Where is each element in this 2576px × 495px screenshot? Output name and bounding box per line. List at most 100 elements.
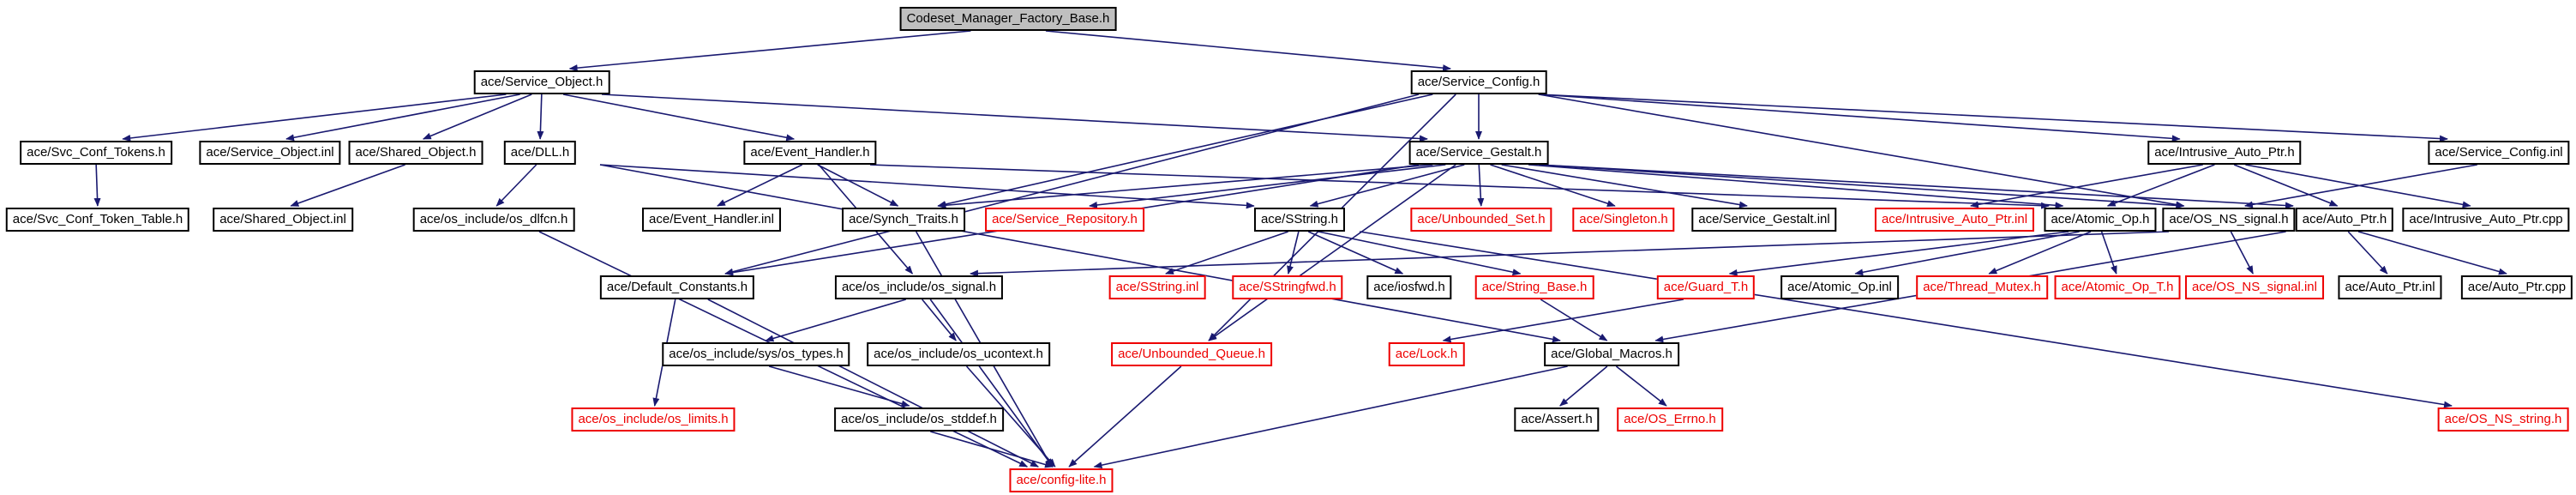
edge-service-object-h-to-shared-object-h bbox=[422, 94, 532, 140]
node-sstring-h[interactable]: ace/SString.h bbox=[1253, 208, 1346, 232]
edge-os-signal-to-config-lite bbox=[929, 299, 1054, 468]
node-event-handler-inl[interactable]: ace/Event_Handler.inl bbox=[642, 208, 781, 232]
node-service-object-h[interactable]: ace/Service_Object.h bbox=[473, 70, 610, 94]
edge-dll-h-to-sstring-h bbox=[599, 164, 1255, 209]
edge-service-gestalt-h-to-sstring-h bbox=[1309, 164, 1465, 208]
edge-dll-h-to-os-dlfcn bbox=[495, 164, 537, 207]
edge-service-gestalt-h-to-unbounded-set bbox=[1477, 164, 1485, 207]
edge-root-to-service-config-h bbox=[1045, 30, 1452, 72]
node-os-ns-signal-inl[interactable]: ace/OS_NS_signal.inl bbox=[2185, 275, 2324, 299]
edge-default-constants-to-config-lite bbox=[707, 299, 1040, 468]
edge-sstring-h-to-string-base bbox=[1318, 231, 1522, 276]
edge-service-gestalt-h-to-service-gestalt-inl bbox=[1501, 164, 1749, 208]
node-string-base[interactable]: ace/String_Base.h bbox=[1474, 275, 1594, 299]
node-shared-object-inl[interactable]: ace/Shared_Object.inl bbox=[213, 208, 353, 232]
node-guard-t[interactable]: ace/Guard_T.h bbox=[1656, 275, 1756, 299]
node-os-ns-string[interactable]: ace/OS_NS_string.h bbox=[2437, 407, 2569, 432]
node-service-object-inl[interactable]: ace/Service_Object.inl bbox=[199, 141, 341, 165]
node-iosfwd[interactable]: ace/iosfwd.h bbox=[1366, 275, 1452, 299]
node-atomic-op-inl[interactable]: ace/Atomic_Op.inl bbox=[1780, 275, 1899, 299]
node-os-ucontext[interactable]: ace/os_include/os_ucontext.h bbox=[867, 342, 1050, 366]
node-atomic-op-h[interactable]: ace/Atomic_Op.h bbox=[2044, 208, 2157, 232]
edge-service-object-h-to-event-handler-h bbox=[562, 94, 796, 142]
edge-string-base-to-global-macros bbox=[1540, 299, 1608, 341]
edge-atomic-op-h-to-atomic-op-inl bbox=[1854, 231, 2080, 276]
node-sstringfwd[interactable]: ace/SStringfwd.h bbox=[1232, 275, 1343, 299]
node-os-limits[interactable]: ace/os_include/os_limits.h bbox=[571, 407, 736, 432]
node-service-config-inl[interactable]: ace/Service_Config.inl bbox=[2428, 141, 2570, 165]
edge-guard-t-to-lock-h bbox=[1442, 299, 1684, 343]
node-os-ns-signal-h[interactable]: ace/OS_NS_signal.h bbox=[2162, 208, 2296, 232]
node-config-lite[interactable]: ace/config-lite.h bbox=[1009, 468, 1114, 492]
edge-os-signal-to-os-ucontext bbox=[922, 299, 957, 341]
edge-service-config-h-to-default-constants bbox=[724, 94, 1420, 275]
node-auto-ptr-h[interactable]: ace/Auto_Ptr.h bbox=[2295, 208, 2394, 232]
node-service-config-h[interactable]: ace/Service_Config.h bbox=[1410, 70, 1547, 94]
edge-service-config-h-to-service-config-inl bbox=[1538, 94, 2448, 142]
edge-service-gestalt-h-to-service-repository bbox=[1088, 164, 1446, 208]
edge-service-object-h-to-svc-conf-tokens bbox=[122, 94, 507, 142]
node-global-macros[interactable]: ace/Global_Macros.h bbox=[1544, 342, 1679, 366]
edge-event-handler-h-to-atomic-op-h bbox=[869, 164, 2050, 209]
edge-svc-conf-tokens-to-svc-conf-token-table bbox=[93, 164, 101, 207]
edge-intrusive-auto-ptr-h-to-atomic-op-h bbox=[2106, 164, 2215, 207]
edge-dll-h-to-global-macros bbox=[599, 164, 1561, 343]
edge-atomic-op-h-to-guard-t bbox=[1728, 231, 2069, 276]
node-svc-conf-tokens[interactable]: ace/Svc_Conf_Tokens.h bbox=[20, 141, 172, 165]
node-intrusive-auto-ptr-cpp[interactable]: ace/Intrusive_Auto_Ptr.cpp bbox=[2402, 208, 2570, 232]
node-lock-h[interactable]: ace/Lock.h bbox=[1388, 342, 1465, 366]
node-dll-h[interactable]: ace/DLL.h bbox=[503, 141, 577, 165]
node-event-handler-h[interactable]: ace/Event_Handler.h bbox=[743, 141, 877, 165]
node-sstring-inl[interactable]: ace/SString.inl bbox=[1108, 275, 1206, 299]
node-default-constants[interactable]: ace/Default_Constants.h bbox=[599, 275, 755, 299]
node-os-signal[interactable]: ace/os_include/os_signal.h bbox=[834, 275, 1004, 299]
edge-root-to-service-object-h bbox=[568, 30, 971, 72]
edge-event-handler-h-to-synch-traits bbox=[817, 164, 899, 207]
node-svc-conf-token-table[interactable]: ace/Svc_Conf_Token_Table.h bbox=[5, 208, 190, 232]
node-atomic-op-t[interactable]: ace/Atomic_Op_T.h bbox=[2054, 275, 2181, 299]
edge-service-config-h-to-os-ns-signal-h bbox=[1538, 94, 2185, 208]
edge-service-gestalt-h-to-singleton bbox=[1490, 164, 1616, 207]
node-unbounded-set[interactable]: ace/Unbounded_Set.h bbox=[1410, 208, 1552, 232]
node-os-types[interactable]: ace/os_include/sys/os_types.h bbox=[662, 342, 850, 366]
node-singleton[interactable]: ace/Singleton.h bbox=[1572, 208, 1675, 232]
node-service-gestalt-inl[interactable]: ace/Service_Gestalt.inl bbox=[1691, 208, 1837, 232]
edge-os-signal-to-os-types bbox=[765, 299, 907, 342]
edge-service-object-h-to-dll-h bbox=[537, 94, 544, 140]
edge-intrusive-auto-ptr-h-to-auto-ptr-h bbox=[2233, 164, 2339, 207]
node-service-repository[interactable]: ace/Service_Repository.h bbox=[985, 208, 1144, 232]
edge-service-gestalt-h-to-atomic-op-h bbox=[1528, 164, 2064, 209]
edge-service-gestalt-h-to-synch-traits bbox=[937, 164, 1433, 209]
edge-service-gestalt-h-to-unbounded-queue bbox=[1208, 164, 1456, 341]
node-intrusive-auto-ptr-inl[interactable]: ace/Intrusive_Auto_Ptr.inl bbox=[1874, 208, 2035, 232]
node-os-stddef[interactable]: ace/os_include/os_stddef.h bbox=[834, 407, 1004, 432]
edge-sstring-h-to-os-ns-string bbox=[1359, 231, 2453, 408]
node-shared-object-h[interactable]: ace/Shared_Object.h bbox=[348, 141, 483, 165]
node-auto-ptr-cpp[interactable]: ace/Auto_Ptr.cpp bbox=[2460, 275, 2573, 299]
edge-service-object-h-to-service-object-inl bbox=[285, 94, 520, 142]
edge-service-gestalt-h-to-os-ns-signal-h bbox=[1538, 164, 2185, 209]
edge-auto-ptr-h-to-auto-ptr-inl bbox=[2347, 231, 2388, 275]
edge-service-config-inl-to-os-ns-signal-h bbox=[2243, 164, 2477, 208]
node-synch-traits[interactable]: ace/Synch_Traits.h bbox=[842, 208, 965, 232]
node-assert-h[interactable]: ace/Assert.h bbox=[1514, 407, 1600, 432]
edge-intrusive-auto-ptr-h-to-intrusive-auto-ptr-inl bbox=[1969, 164, 2203, 208]
edge-event-handler-h-to-event-handler-inl bbox=[717, 164, 803, 207]
edge-sstring-h-to-sstring-inl bbox=[1165, 231, 1288, 275]
edge-service-config-h-to-intrusive-auto-ptr-h bbox=[1538, 94, 2181, 142]
node-os-dlfcn[interactable]: ace/os_include/os_dlfcn.h bbox=[412, 208, 575, 232]
edge-os-ucontext-to-config-lite bbox=[966, 365, 1056, 468]
edge-auto-ptr-h-to-auto-ptr-cpp bbox=[2357, 231, 2507, 275]
edge-os-ns-signal-h-to-os-ns-signal-inl bbox=[2230, 231, 2254, 275]
node-service-gestalt-h[interactable]: ace/Service_Gestalt.h bbox=[1408, 141, 1549, 165]
node-os-errno[interactable]: ace/OS_Errno.h bbox=[1617, 407, 1723, 432]
node-thread-mutex[interactable]: ace/Thread_Mutex.h bbox=[1916, 275, 2048, 299]
node-intrusive-auto-ptr-h[interactable]: ace/Intrusive_Auto_Ptr.h bbox=[2147, 141, 2302, 165]
edge-global-macros-to-assert-h bbox=[1559, 365, 1608, 407]
edge-sstring-h-to-sstringfwd bbox=[1287, 231, 1300, 275]
edge-global-macros-to-os-errno bbox=[1615, 365, 1667, 407]
node-unbounded-queue[interactable]: ace/Unbounded_Queue.h bbox=[1111, 342, 1272, 366]
node-root: Codeset_Manager_Factory_Base.h bbox=[899, 7, 1117, 31]
node-auto-ptr-inl[interactable]: ace/Auto_Ptr.inl bbox=[2338, 275, 2442, 299]
